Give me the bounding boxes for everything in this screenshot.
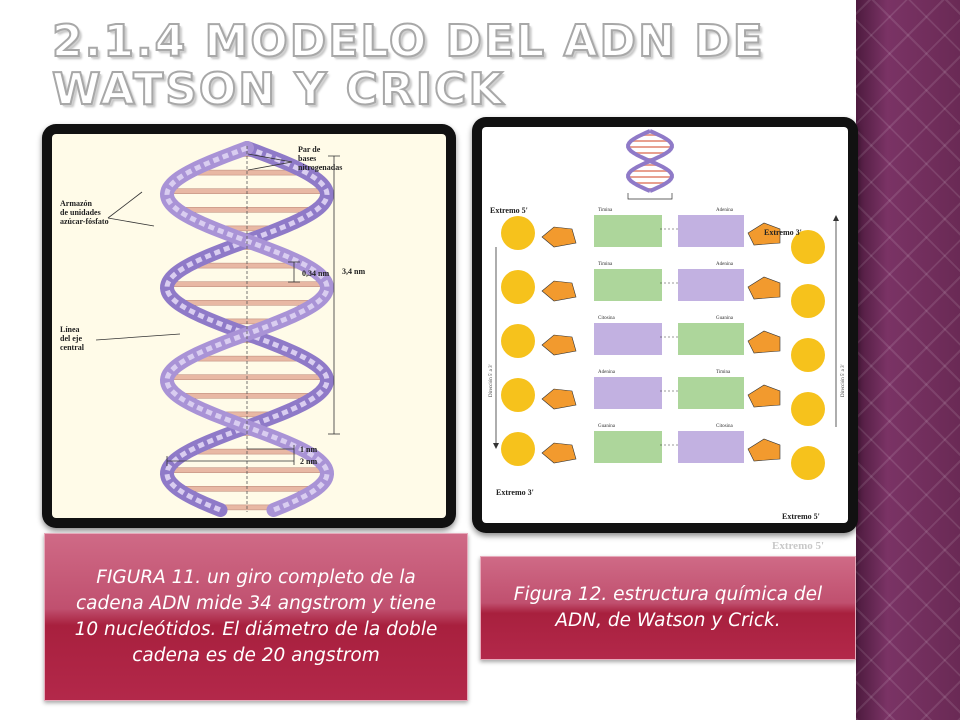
- label-end-3-top: Extremo 3': [764, 228, 802, 237]
- label-backbone-2: de unidades: [60, 208, 101, 217]
- base-label-right: Guanina: [716, 316, 734, 321]
- sugar-ring-left: [541, 280, 577, 302]
- base-label-left: Guanina: [598, 424, 616, 429]
- sugar-ring-right: [747, 384, 781, 408]
- nitrogen-base-left: [594, 377, 662, 409]
- base-label-left: Adenina: [598, 370, 616, 375]
- base-label-right: Adenina: [716, 262, 734, 267]
- sugar-ring-left: [541, 334, 577, 356]
- figure-12-caption: Figura 12. estructura química del ADN, d…: [480, 556, 856, 660]
- mini-helix-icon: [626, 129, 674, 200]
- phosphate-group-right: [791, 338, 825, 372]
- base-label-left: Timina: [598, 262, 613, 267]
- ghost-label: Extremo 5': [772, 540, 825, 552]
- base-pair-row: Guanina Citosina: [501, 424, 825, 480]
- label-axis-1: Línea: [60, 325, 80, 334]
- label-rise: 0,34 nm: [302, 269, 329, 278]
- figure-11-frame: Par de bases nitrogenadas Armazón de uni…: [42, 124, 456, 528]
- label-turn-length: 3,4 nm: [342, 267, 365, 276]
- zoom-bracket: [627, 193, 673, 200]
- mini-helix-strand: [626, 129, 674, 193]
- dna-double-helix-illustration: Par de bases nitrogenadas Armazón de uni…: [60, 141, 365, 517]
- base-label-right: Adenina: [716, 208, 734, 213]
- backbone-highlight: [164, 145, 330, 513]
- nitrogen-base-right: [678, 431, 744, 463]
- sugar-ring-right: [747, 276, 781, 300]
- sugar-ring-left: [541, 226, 577, 248]
- label-diameter: 2 nm: [300, 457, 317, 466]
- sugar-ring-right: [747, 438, 781, 462]
- nitrogen-base-right: [678, 323, 744, 355]
- base-label-right: Citosina: [716, 424, 733, 429]
- base-pair-row: Adenina Timina: [501, 370, 825, 426]
- nitrogen-base-left: [594, 215, 662, 247]
- phosphate-group-right: [791, 230, 825, 264]
- label-end-3-bottom: Extremo 3': [496, 488, 534, 497]
- label-axis-3: central: [60, 343, 85, 352]
- label-direction-left: Dirección 5' a 3': [489, 364, 494, 397]
- decorative-side-strip: [856, 0, 960, 720]
- label-backbone-1: Armazón: [60, 199, 93, 208]
- phosphate-group-left: [501, 324, 535, 358]
- phosphate-group-left: [501, 378, 535, 412]
- figure-11-caption: FIGURA 11. un giro completo de la cadena…: [44, 533, 468, 701]
- base-label-left: Timina: [598, 208, 613, 213]
- sugar-ring-left: [541, 442, 577, 464]
- phosphate-group-left: [501, 270, 535, 304]
- base-label-right: Timina: [716, 370, 731, 375]
- label-axis-2: del eje: [60, 334, 82, 343]
- base-pair-row: Timina Adenina: [501, 262, 825, 318]
- sugar-ring-right: [747, 222, 781, 246]
- slide-title: 2.1.4 Modelo del ADN de Watson y Crick: [51, 16, 765, 115]
- label-radius: 1 nm: [300, 445, 317, 454]
- nitrogen-base-left: [594, 323, 662, 355]
- sugar-ring-right: [747, 330, 781, 354]
- label-base-pair-3: nitrogenadas: [298, 163, 342, 172]
- backbone-highlight: [164, 145, 330, 513]
- phosphate-group-right: [791, 446, 825, 480]
- nitrogen-base-right: [678, 269, 744, 301]
- nitrogen-base-left: [594, 431, 662, 463]
- base-label-left: Citosina: [598, 316, 615, 321]
- figure-11-panel: Par de bases nitrogenadas Armazón de uni…: [52, 134, 446, 518]
- phosphate-group-right: [791, 284, 825, 318]
- phosphate-group-left: [501, 216, 535, 250]
- label-base-pair-2: bases: [298, 154, 316, 163]
- label-end-5-top: Extremo 5': [490, 206, 528, 215]
- label-base-pair-1: Par de: [298, 145, 321, 154]
- nitrogen-base-left: [594, 269, 662, 301]
- phosphate-group-right: [791, 392, 825, 426]
- sugar-ring-left: [541, 388, 577, 410]
- label-direction-right: Dirección 5' a 3': [841, 364, 846, 397]
- phosphate-group-left: [501, 432, 535, 466]
- nitrogen-base-right: [678, 377, 744, 409]
- label-end-5-bottom: Extremo 5': [782, 512, 820, 521]
- label-backbone-3: azúcar-fósfato: [60, 217, 109, 226]
- nitrogen-base-right: [678, 215, 744, 247]
- base-pair-row: Citosina Guanina: [501, 316, 825, 372]
